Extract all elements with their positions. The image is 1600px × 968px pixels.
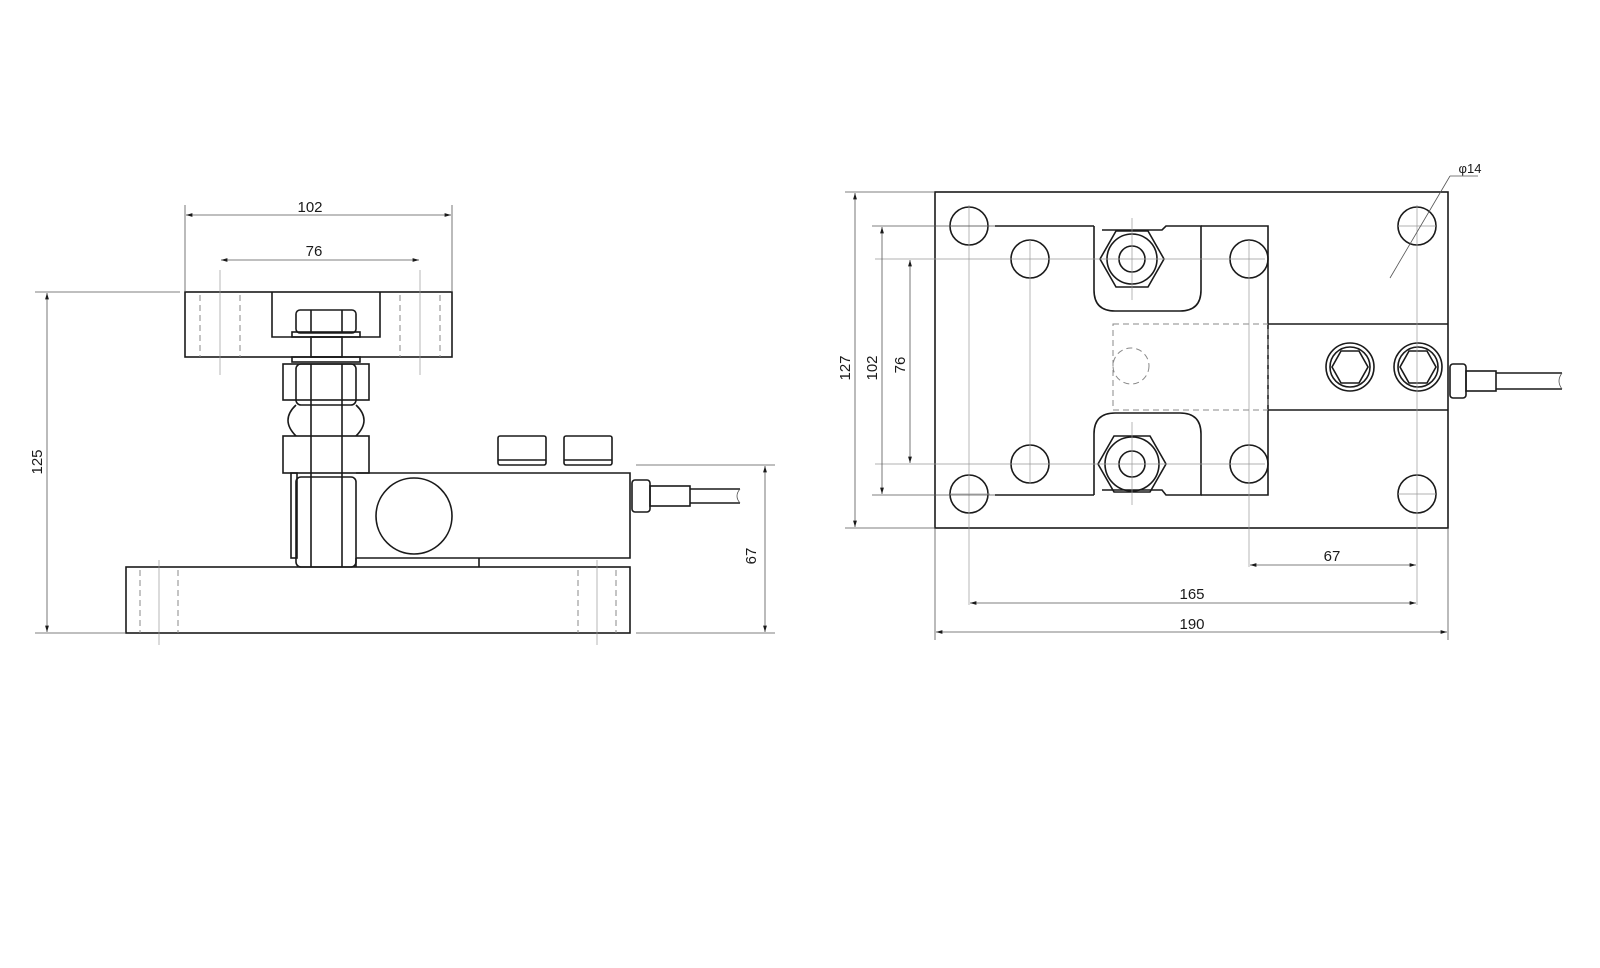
dim-67-top-label: 67 <box>1324 548 1341 565</box>
dim-190-label: 190 <box>1179 616 1204 633</box>
top-view: 127 102 76 67 165 190 φ14 <box>837 161 1563 640</box>
inner-holes <box>1010 239 1269 484</box>
dim-67-label: 67 <box>743 548 760 565</box>
dim-165-label: 165 <box>1179 586 1204 603</box>
side-view: 102 76 125 67 <box>29 199 775 645</box>
corner-holes <box>949 206 1437 514</box>
cable-top <box>1449 363 1563 399</box>
base-plate <box>125 560 631 645</box>
dim-76-top-label: 76 <box>892 357 909 374</box>
bolt-assembly <box>282 309 370 568</box>
dim-125-label: 125 <box>29 449 46 474</box>
cable <box>631 479 741 513</box>
base-plate-top <box>934 191 1449 529</box>
dim-127-label: 127 <box>837 355 854 380</box>
top-plate <box>184 270 453 375</box>
dim-76-label: 76 <box>306 243 323 260</box>
load-cell <box>355 435 631 567</box>
dim-102-top-label: 102 <box>864 355 881 380</box>
cell-bolts <box>1325 342 1443 392</box>
center-lines <box>875 205 1436 605</box>
dim-phi14-label: φ14 <box>1459 161 1482 176</box>
side-dimensions <box>35 205 775 634</box>
top-dimensions <box>845 175 1478 640</box>
dim-102-label: 102 <box>297 199 322 216</box>
